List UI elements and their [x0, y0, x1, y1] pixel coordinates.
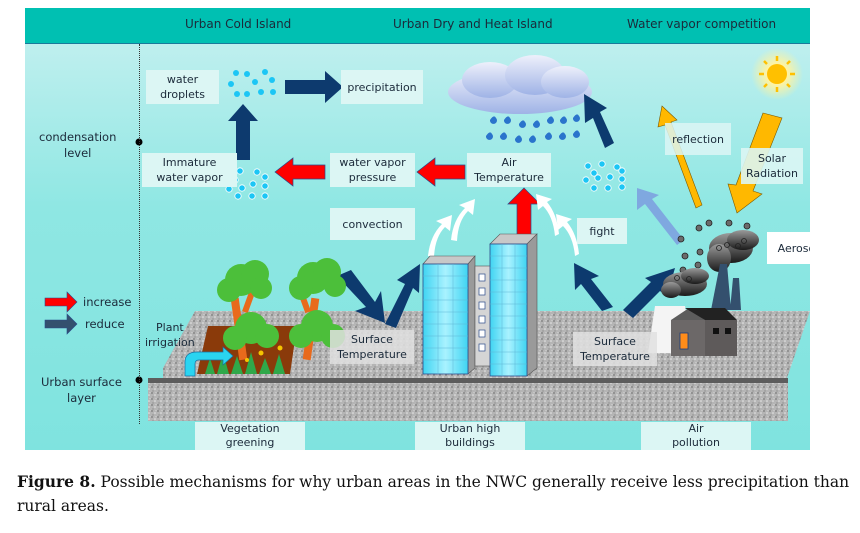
- mechanism-diagram: Urban Cold Island Urban Dry and Heat Isl…: [25, 8, 810, 450]
- arrow-to-cloud: [584, 94, 614, 148]
- vegetation-greening-label: Vegetation greening: [195, 422, 305, 450]
- vapor-cluster-icon: [582, 160, 626, 192]
- water-droplets-box: water droplets: [146, 70, 219, 104]
- cloud-icon: [448, 55, 592, 114]
- air-temperature-box: Air Temperature: [467, 153, 551, 187]
- trees-icon: [197, 258, 346, 374]
- surface-temperature-right-box: Surface Temperature: [573, 332, 657, 366]
- aerosol-box: Aerosol: [767, 232, 810, 264]
- arrow-surface-up-left: [385, 264, 420, 328]
- section-header: Urban Cold Island Urban Dry and Heat Isl…: [25, 8, 810, 44]
- air-pollution-label: Air pollution: [641, 422, 751, 450]
- arrow-surface-up-right: [574, 263, 613, 311]
- raindrops-icon: [485, 114, 580, 143]
- arrow-droplets-to-precipitation: [285, 71, 343, 103]
- surface-temperature-left-box: Surface Temperature: [330, 330, 414, 364]
- header-urban-dry-heat-island: Urban Dry and Heat Island: [393, 17, 553, 31]
- plant-irrigation-label: Plant irrigation: [145, 321, 195, 349]
- sun-icon: [751, 48, 803, 100]
- arrow-surface-down-right: [623, 268, 675, 318]
- solar-radiation-box: Solar Radiation: [741, 148, 803, 184]
- fight-box: fight: [577, 218, 627, 244]
- smoke-icon: [661, 230, 759, 298]
- arrow-fight: [637, 188, 684, 245]
- arrow-surface-down-left: [337, 270, 385, 323]
- surface-line: [148, 378, 788, 383]
- legend-increase-arrow: [44, 291, 78, 313]
- urban-surface-layer-label: Urban surface layer: [41, 375, 122, 405]
- convection-arrows: [428, 194, 579, 257]
- urban-high-buildings-label: Urban high buildings: [415, 422, 525, 450]
- header-urban-cold-island: Urban Cold Island: [185, 17, 292, 31]
- aerosol-particles: [677, 219, 751, 274]
- legend-increase-label: increase: [83, 295, 132, 309]
- condensation-level-label: condensation level: [39, 130, 117, 160]
- precipitation-box: precipitation: [341, 70, 423, 104]
- legend-arrows: [44, 291, 78, 335]
- arrow-reflection: [657, 105, 703, 209]
- immature-water-vapor-box: Immature water vapor: [142, 153, 237, 187]
- illustration: [44, 48, 810, 421]
- arrow-pressure-to-immature: [274, 157, 326, 187]
- arrow-vapor-to-droplets: [228, 104, 258, 160]
- convection-box: convection: [330, 208, 415, 240]
- reduce-arrows: [228, 71, 675, 328]
- figure-label: Figure 8.: [17, 472, 96, 491]
- caption-text: Possible mechanisms for why urban areas …: [17, 473, 850, 515]
- increase-arrows: [274, 157, 541, 247]
- ground-slab: [148, 383, 788, 421]
- arrow-airtemp-to-pressure: [416, 157, 466, 187]
- header-water-vapor-competition: Water vapor competition: [627, 17, 777, 31]
- factory-icon: [648, 264, 741, 356]
- figure-caption: Figure 8. Possible mechanisms for why ur…: [17, 470, 857, 518]
- buildings-icon: [422, 233, 538, 377]
- irrigation-pipe-icon: [184, 346, 234, 377]
- water-droplets-icon: [228, 69, 276, 97]
- reflection-box: reflection: [665, 123, 731, 155]
- level-axis: [139, 44, 140, 424]
- legend-reduce-label: reduce: [85, 317, 125, 331]
- water-vapor-pressure-box: water vapor pressure: [330, 153, 415, 187]
- legend-reduce-arrow: [44, 313, 78, 335]
